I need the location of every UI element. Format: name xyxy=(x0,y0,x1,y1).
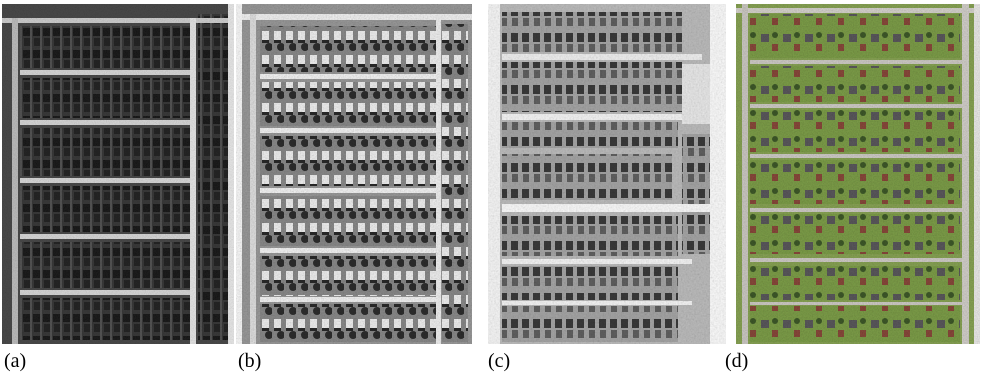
aerial-image-c xyxy=(488,4,726,344)
aerial-image-b xyxy=(236,4,472,344)
caption-d: (d) xyxy=(725,350,749,372)
aerial-image-d xyxy=(736,4,980,344)
caption-b: (b) xyxy=(238,350,262,372)
caption-a: (a) xyxy=(4,350,27,372)
aerial-image-a xyxy=(2,4,234,344)
caption-c: (c) xyxy=(488,350,511,372)
